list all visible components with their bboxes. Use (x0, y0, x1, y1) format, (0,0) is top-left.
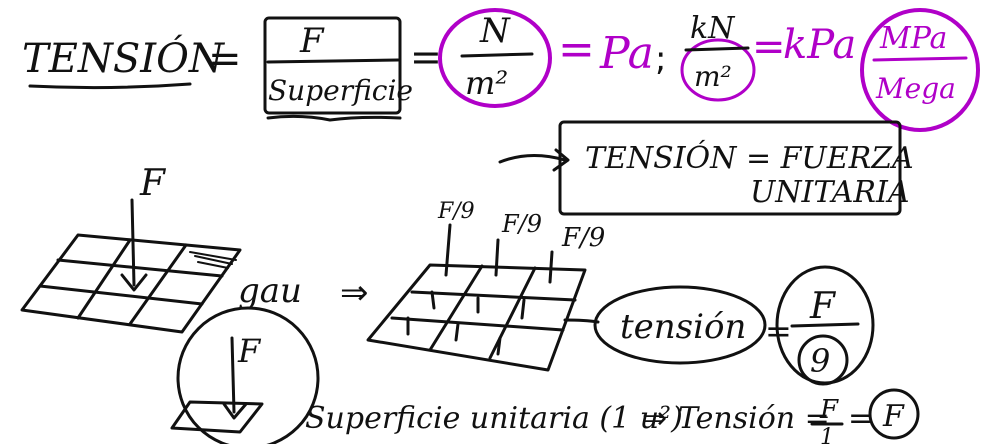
right-force-label-3: F/9 (561, 223, 605, 253)
tension-bubble (593, 285, 767, 365)
unit-force-arrowhead (222, 402, 248, 420)
separator-semicolon: ; (655, 39, 666, 79)
force-numerator: F (299, 21, 325, 61)
left-force-label: F (139, 163, 167, 204)
mega-denominator: Mega (875, 72, 956, 105)
tension-word: TENSIÓN (22, 35, 226, 82)
tension-bubble-label: tensión (620, 307, 746, 347)
tension-conclusion: Tensión = (678, 401, 830, 436)
definition-box (558, 120, 902, 216)
kn-m2-denominator: m² (694, 60, 732, 93)
unit-square (170, 400, 264, 434)
mpa-circle (860, 8, 980, 132)
definition-line1: TENSIÓN = FUERZA (585, 140, 914, 176)
left-grid (20, 233, 242, 334)
f9-fraction-bar (790, 322, 860, 328)
equals-sign-2: = (410, 35, 442, 79)
fraction-bar-1 (266, 58, 400, 64)
newton-circle (438, 8, 552, 108)
gau-word: gau (238, 271, 302, 311)
unit-force-label: F (237, 332, 262, 370)
equals-sign-1: = (208, 36, 242, 82)
f9-numerator: F (809, 286, 837, 327)
bottom-numerator: F (819, 395, 839, 425)
definition-line2: UNITARIA (750, 175, 910, 210)
implies-arrow-2: ⇒ (642, 401, 667, 436)
unit-surface-bubble (176, 306, 320, 444)
equals-sign-3: = (558, 24, 595, 75)
right-force-label-2: F/9 (501, 210, 542, 238)
bottom-denominator: 1 (820, 425, 834, 444)
unit-force-arrow (230, 336, 236, 414)
box-wavy-underline (266, 114, 402, 122)
m2-denominator: m² (465, 64, 508, 102)
fraction-bar-3 (684, 46, 750, 52)
kpa-label: kPa (783, 22, 856, 68)
force-area-box (263, 16, 402, 115)
tension-underline (28, 82, 192, 90)
mpa-numerator: MPa (879, 21, 947, 56)
fraction-bar-4 (872, 56, 968, 62)
newton-numerator: N (479, 11, 511, 51)
pointer-arrow-line (498, 153, 567, 164)
result-label: F (882, 399, 905, 434)
equals-sign-4: = (752, 24, 786, 70)
fraction-bar-2 (460, 52, 534, 58)
kn-numerator: kN (690, 11, 736, 46)
unit-surface-text: Superficie unitaria (1 u²) (305, 401, 683, 436)
surface-denominator: Superficie (268, 74, 413, 107)
result-circle (868, 388, 920, 440)
left-force-arrow (130, 198, 136, 287)
pascal-label: Pa (599, 28, 654, 79)
right-grid (366, 263, 587, 372)
implies-arrow: ⇒ (340, 273, 369, 313)
kn-circle (680, 38, 756, 102)
right-small-arrows (406, 290, 526, 356)
f9-denominator: 9 (810, 342, 830, 380)
left-force-arrowhead (120, 273, 148, 292)
bubble-connector (563, 318, 600, 324)
right-force-arrows (444, 223, 554, 284)
right-force-label-1: F/9 (437, 199, 475, 224)
nine-circle (797, 334, 849, 386)
